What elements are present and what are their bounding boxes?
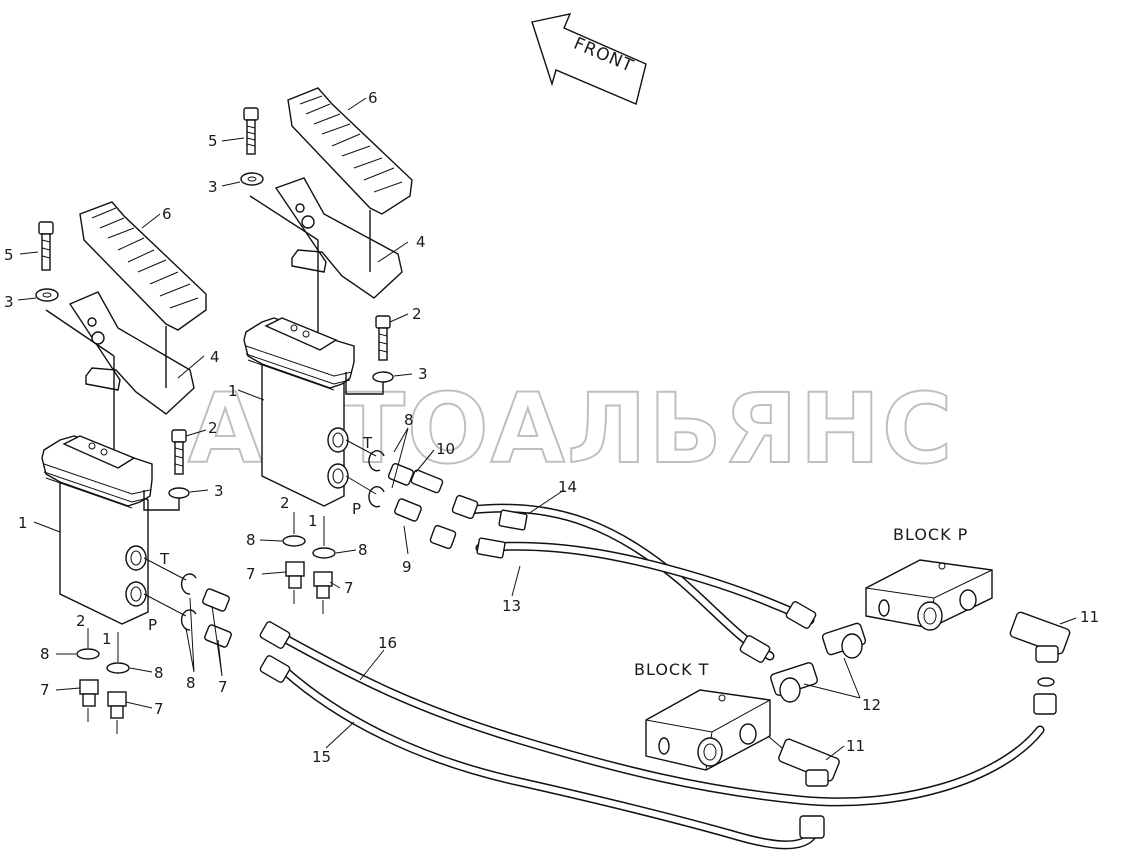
callout-3: 3 [418, 365, 428, 383]
callout-7: 7 [154, 700, 164, 718]
plug-7-left-b [107, 691, 127, 719]
callout-5: 5 [208, 132, 218, 150]
front-arrow: FRONT [531, 13, 647, 105]
callout-3: 3 [4, 293, 14, 311]
callout-11: 11 [846, 737, 865, 755]
callout-1: 1 [308, 512, 318, 530]
block-t-label: BLOCK T [634, 660, 709, 679]
callout-7: 7 [40, 681, 50, 699]
callout-2: 2 [412, 305, 422, 323]
callout-4: 4 [210, 348, 220, 366]
callout-12: 12 [862, 696, 881, 714]
callout-7: 7 [218, 678, 228, 696]
plug-7-right-a [285, 561, 305, 589]
port-labels: T P T P [148, 434, 373, 634]
callouts: 1 1 1 1 2 2 2 2 3 3 3 3 4 4 5 5 6 6 7 7 … [4, 89, 1099, 766]
callout-3: 3 [214, 482, 224, 500]
callout-16: 16 [378, 634, 397, 652]
callout-8: 8 [246, 531, 256, 549]
callout-8: 8 [186, 674, 196, 692]
callout-2: 2 [76, 612, 86, 630]
callout-8: 8 [154, 664, 164, 682]
plug-7-right-b [313, 571, 333, 599]
callout-1: 1 [228, 382, 238, 400]
block-p-label: BLOCK P [893, 525, 968, 544]
callout-5: 5 [4, 246, 14, 264]
callout-13: 13 [502, 597, 521, 615]
callout-4: 4 [416, 233, 426, 251]
plug-7-left-a [79, 679, 99, 707]
callout-7: 7 [246, 565, 256, 583]
fitting-10 [387, 463, 444, 494]
callout-9: 9 [402, 558, 412, 576]
callout-11: 11 [1080, 608, 1099, 626]
fitting-9 [394, 498, 422, 522]
block-p [821, 559, 1071, 687]
callout-6: 6 [368, 89, 378, 107]
callout-1: 1 [18, 514, 28, 532]
bolt-5-right [243, 107, 259, 155]
port-label-p-left: P [148, 616, 157, 634]
callout-6: 6 [162, 205, 172, 223]
callout-8: 8 [358, 541, 368, 559]
callout-15: 15 [312, 748, 331, 766]
block-t [645, 662, 840, 787]
callout-2: 2 [280, 494, 290, 512]
callout-10: 10 [436, 440, 455, 458]
port-label-t-right: T [362, 434, 373, 452]
callout-8: 8 [40, 645, 50, 663]
leader-lines [17, 97, 1077, 761]
callout-2: 2 [208, 419, 218, 437]
callout-8: 8 [404, 411, 414, 429]
callout-1: 1 [102, 630, 112, 648]
hoses [259, 494, 1057, 850]
callout-7: 7 [344, 579, 354, 597]
port-label-p-right: P [352, 500, 361, 518]
callout-3: 3 [208, 178, 218, 196]
port-label-t-left: T [159, 550, 170, 568]
callout-14: 14 [558, 478, 577, 496]
pedal-assembly-right [240, 87, 444, 614]
